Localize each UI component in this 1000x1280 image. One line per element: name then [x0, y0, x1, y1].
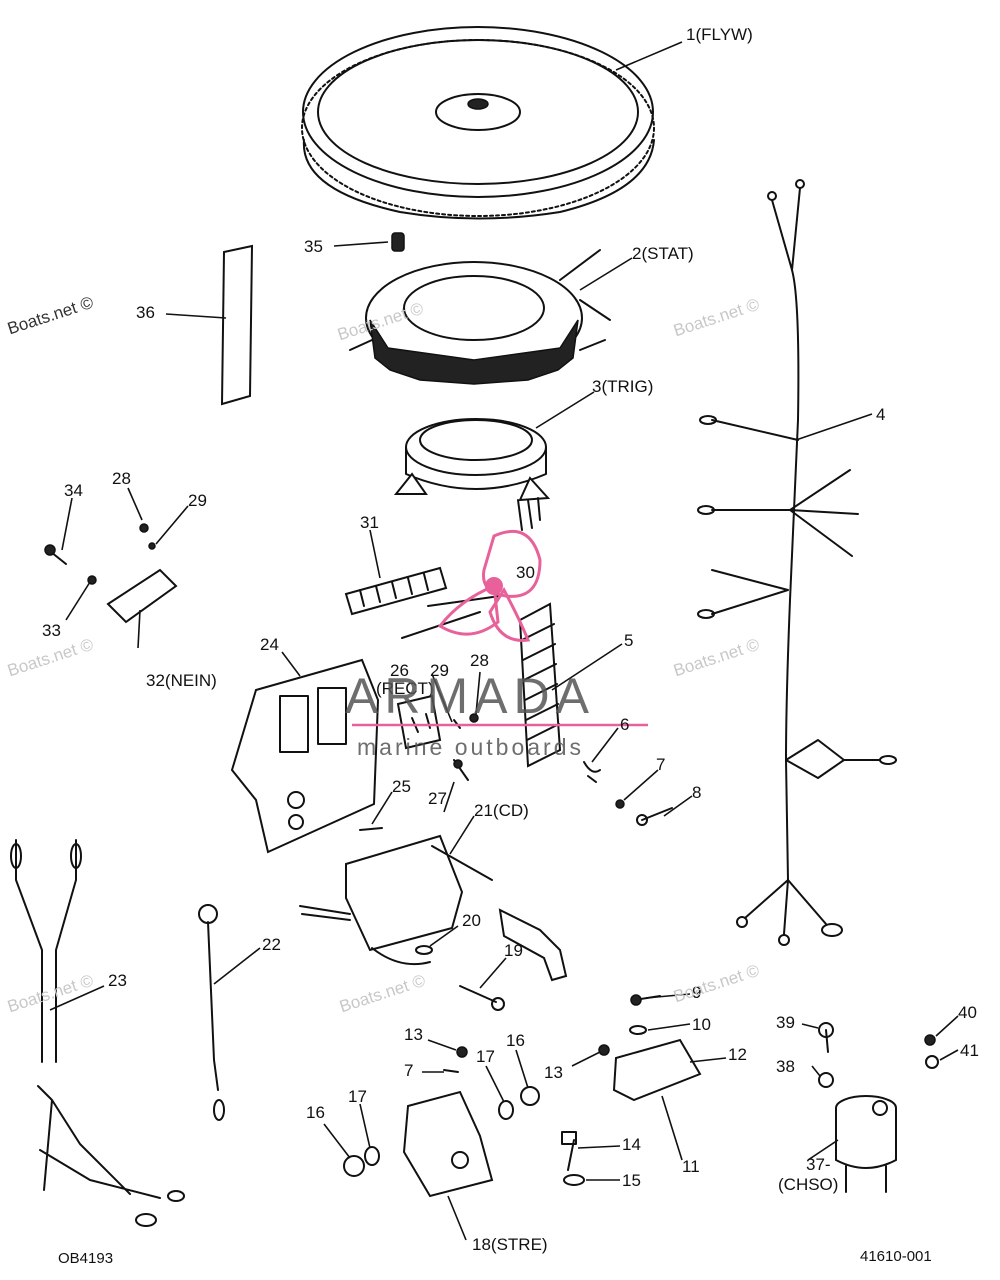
callout-7a: 7: [656, 755, 666, 774]
callout-14: 14: [622, 1135, 641, 1154]
callout-1-flywheel: 1(FLYW): [686, 25, 753, 44]
brand-logo-icon: [352, 530, 648, 727]
callout-20: 20: [462, 911, 481, 930]
callout-17b: 17: [476, 1047, 495, 1066]
brand-tagline: marine outboards: [357, 734, 584, 760]
diagram-code-left: OB4193: [58, 1250, 114, 1267]
leader-lines: [49, 41, 959, 1241]
callout-11: 11: [682, 1157, 700, 1176]
callout-26-rect: (RECT): [376, 679, 434, 698]
callout-18-starter-solenoid: 18(STRE): [472, 1235, 548, 1254]
callout-9: 9: [692, 983, 702, 1002]
callout-2-stator: 2(STAT): [632, 244, 694, 263]
flywheel: [301, 26, 655, 220]
brand-name: ARMADA: [345, 668, 595, 724]
part-35-screw: [391, 232, 405, 252]
diagram-code-right: 41610-001: [860, 1248, 932, 1265]
callout-41: 41: [960, 1041, 979, 1060]
clip-and-screws: [583, 761, 673, 826]
callout-16b: 16: [506, 1031, 525, 1050]
wire-harness: [697, 179, 897, 946]
callout-26: 26: [390, 661, 409, 680]
callout-30: 30: [516, 563, 535, 582]
callout-13a: 13: [404, 1025, 423, 1044]
terminal-strip: [344, 566, 448, 616]
callout-28a: 28: [112, 469, 131, 488]
callout-31: 31: [360, 513, 379, 532]
callout-33: 33: [42, 621, 61, 640]
stator: [349, 249, 611, 385]
callout-19: 19: [504, 941, 523, 960]
callout-15: 15: [622, 1171, 641, 1190]
callout-22: 22: [262, 935, 281, 954]
callout-6: 6: [620, 715, 630, 734]
callout-13b: 13: [544, 1063, 563, 1082]
callout-29a: 29: [188, 491, 207, 510]
choke-solenoid: [818, 1022, 939, 1193]
callout-27: 27: [428, 789, 447, 808]
mounting-plate: [230, 658, 380, 854]
callout-24: 24: [260, 635, 279, 654]
callout-32-nein: 32(NEIN): [146, 671, 217, 690]
callout-28b: 28: [470, 651, 489, 670]
y-cable: [10, 839, 185, 1227]
callout-36: 36: [136, 303, 155, 322]
callout-7b: 7: [404, 1061, 414, 1080]
callout-16a: 16: [306, 1103, 325, 1122]
starter-solenoid: [343, 1046, 540, 1198]
callout-4: 4: [876, 405, 886, 424]
callout-17a: 17: [348, 1087, 367, 1106]
part-36-strip: [220, 244, 254, 406]
callout-3-trigger: 3(TRIG): [592, 377, 654, 396]
callout-25: 25: [392, 777, 411, 796]
callout-23: 23: [108, 971, 127, 990]
trigger: [393, 418, 551, 531]
callout-10: 10: [692, 1015, 711, 1034]
cd-module: [299, 834, 568, 982]
callout-29b: 29: [430, 661, 449, 680]
callout-8: 8: [692, 783, 702, 802]
callout-12: 12: [728, 1045, 747, 1064]
neutral-interlock: [44, 523, 178, 624]
bracket-hardware: [561, 994, 702, 1186]
callout-37: 37-: [806, 1155, 831, 1174]
callout-38: 38: [776, 1057, 795, 1076]
bolt-and-washer: [415, 945, 505, 1011]
callout-40: 40: [958, 1003, 977, 1022]
callout-39: 39: [776, 1013, 795, 1032]
callout-34: 34: [64, 481, 83, 500]
callout-5: 5: [624, 631, 634, 650]
callout-21-cd: 21(CD): [474, 801, 529, 820]
ground-cable: [198, 904, 225, 1121]
callout-35: 35: [304, 237, 323, 256]
callout-37-chso: (CHSO): [778, 1175, 839, 1194]
